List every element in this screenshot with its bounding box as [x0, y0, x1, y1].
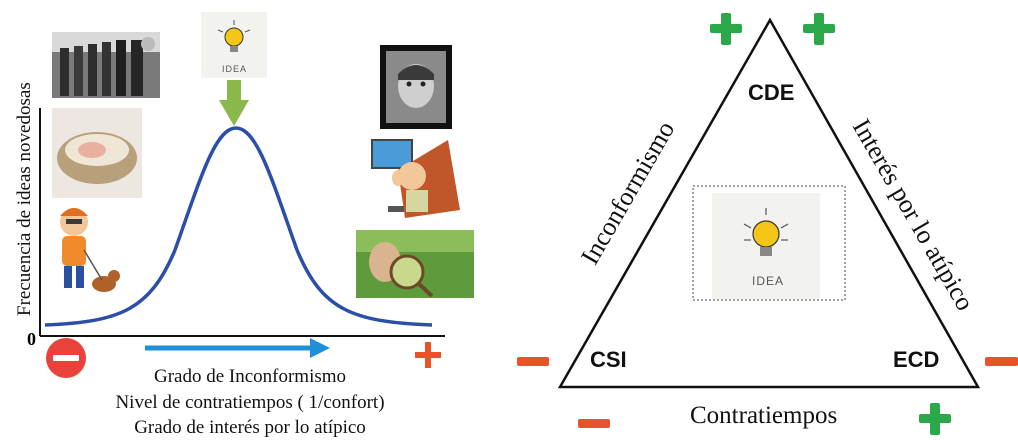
y-axis-label: Frecuencia de ideas novedosas: [14, 82, 35, 316]
bell-curve: [44, 126, 433, 327]
x-axis-line-1: Grado de Inconformismo: [153, 366, 347, 387]
minus-icon-bottom: [578, 419, 610, 428]
idea-card-top: [201, 12, 267, 78]
minus-icon-right: [985, 357, 1018, 366]
plus-icon-top-right: [803, 13, 835, 45]
center-frame: [692, 185, 846, 301]
triangle: [557, 17, 981, 389]
minus-circle-icon: [46, 338, 86, 378]
idea-card-center-text: IDEA: [752, 274, 785, 288]
man-at-computer-icon: [371, 139, 460, 218]
minus-icon-left: [517, 357, 549, 366]
plus-icon: [415, 342, 441, 368]
plus-icon-top-left: [710, 13, 742, 45]
plus-icon-bottom: [919, 403, 951, 435]
direction-arrow: [145, 338, 330, 358]
x-axis-line-3: Grado de interés por lo atípico: [134, 417, 366, 438]
corner-label-top: CDE: [748, 80, 795, 105]
idea-card-center: [712, 193, 820, 299]
side-label-bottom: Contratiempos: [690, 402, 838, 429]
idea-card-top-text: IDEA: [222, 64, 248, 74]
corner-label-right: ECD: [893, 347, 940, 372]
corner-label-left: CSI: [590, 347, 627, 372]
peak-arrow-icon: [219, 80, 249, 126]
magnifying-glass-photo: [356, 230, 474, 298]
origin-label: 0: [27, 329, 36, 349]
x-axis-line-2: Nivel de contratiempos ( 1/confort): [115, 392, 385, 413]
baby-nest-photo: [52, 108, 142, 198]
boy-with-dog-icon: [60, 208, 120, 292]
angry-child-photo: [380, 45, 452, 129]
crowd-photo: [52, 32, 160, 98]
